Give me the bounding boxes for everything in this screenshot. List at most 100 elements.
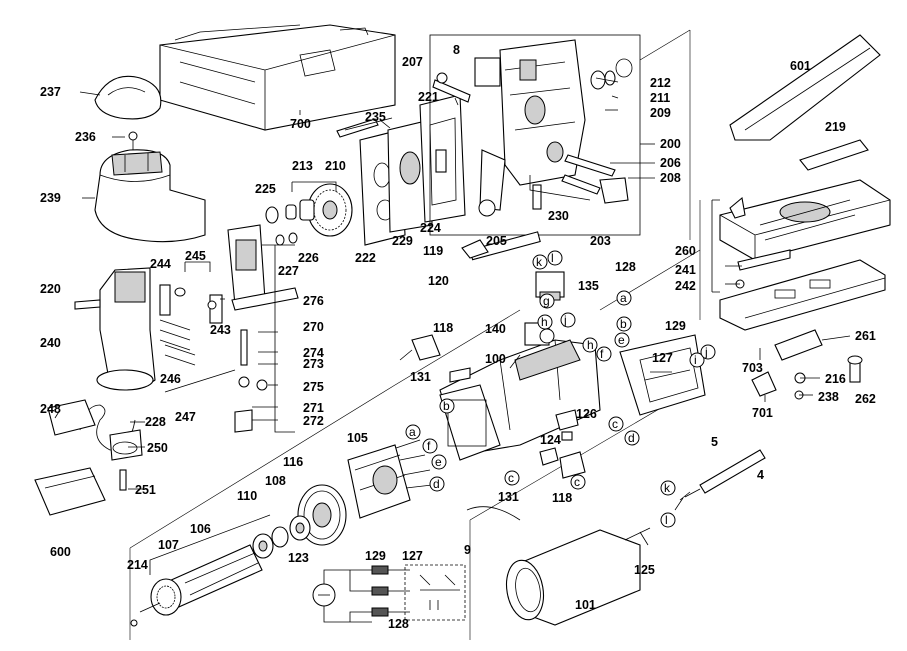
label-229: 229 [392, 234, 413, 248]
letter-e-wire: e [618, 333, 625, 347]
letter-f-wire: f [600, 347, 604, 361]
label-203: 203 [590, 234, 611, 248]
label-118-bottom: 118 [552, 491, 572, 505]
cap-part [94, 75, 162, 120]
label-128-bottom: 128 [388, 617, 409, 631]
label-108: 108 [265, 474, 286, 488]
letter-d-motor: d [433, 477, 440, 491]
label-206: 206 [660, 156, 681, 170]
label-131-top: 131 [410, 370, 431, 384]
letter-c-bottom: c [508, 471, 514, 485]
label-238: 238 [818, 390, 839, 404]
label-128: 128 [615, 260, 636, 274]
stator-part [347, 439, 433, 519]
label-243: 243 [210, 323, 231, 337]
letter-k-cord: k [664, 481, 671, 495]
label-212: 212 [650, 76, 671, 90]
motor-housing [439, 339, 601, 461]
part-labels: 8 207 212 211 209 221 200 206 208 601 21… [40, 43, 876, 631]
label-127-top: 127 [652, 351, 673, 365]
label-700: 700 [290, 117, 311, 131]
label-8: 8 [453, 43, 460, 57]
label-230: 230 [548, 209, 569, 223]
label-240: 240 [40, 336, 61, 350]
label-245: 245 [185, 249, 206, 263]
label-125: 125 [634, 563, 655, 577]
label-247: 247 [175, 410, 196, 424]
label-4: 4 [757, 468, 764, 482]
label-207: 207 [402, 55, 423, 69]
label-246: 246 [160, 372, 181, 386]
letter-c-bottom2: c [574, 475, 580, 489]
label-209: 209 [650, 106, 671, 120]
letter-a-wire: a [620, 291, 627, 305]
label-127-bottom: 127 [402, 549, 423, 563]
letter-b-left: b [443, 399, 450, 413]
dust-nozzle [729, 34, 881, 141]
leader-lines [54, 77, 851, 546]
label-276: 276 [303, 294, 324, 308]
label-9: 9 [464, 543, 471, 557]
label-248: 248 [40, 402, 61, 416]
carrying-case [159, 24, 396, 131]
letter-j-right: j [704, 345, 708, 359]
letter-h-mid: h [587, 338, 594, 352]
connector-letters: a f e d a b f e g j h b l k i j c d c c … [409, 251, 708, 527]
label-262: 262 [855, 392, 876, 406]
label-216: 216 [825, 372, 846, 386]
label-126: 126 [576, 407, 597, 421]
label-270: 270 [303, 320, 324, 334]
letter-l-cord: l [665, 513, 668, 527]
label-101: 101 [575, 598, 596, 612]
circuit-schematic [312, 564, 466, 623]
letter-f-motor: f [427, 439, 431, 453]
gear-part [265, 183, 353, 246]
label-119: 119 [423, 244, 443, 258]
letter-d-right: d [628, 431, 635, 445]
label-135: 135 [578, 279, 599, 293]
label-222: 222 [355, 251, 376, 265]
guide-lines [129, 29, 701, 640]
rotor-armature [139, 544, 263, 616]
label-261: 261 [855, 329, 876, 343]
label-228: 228 [145, 415, 166, 429]
connector-markers [405, 250, 716, 528]
gearbox-housing [429, 34, 641, 236]
label-129-bottom: 129 [365, 549, 386, 563]
label-213: 213 [292, 159, 313, 173]
label-105: 105 [347, 431, 368, 445]
plates-parts [359, 94, 466, 246]
base-plate-assembly [719, 179, 891, 331]
sheet-8 [474, 57, 501, 87]
label-237: 237 [40, 85, 61, 99]
left-housing [96, 267, 156, 391]
label-124: 124 [540, 433, 561, 447]
label-140: 140 [485, 322, 506, 336]
label-271: 271 [303, 401, 324, 415]
label-601: 601 [790, 59, 811, 73]
label-210: 210 [325, 159, 346, 173]
letter-b-wire: b [620, 317, 627, 331]
label-123: 123 [288, 551, 309, 565]
guide-rail [799, 139, 869, 171]
housing-shell [505, 529, 641, 626]
label-236: 236 [75, 130, 96, 144]
label-235: 235 [365, 110, 386, 124]
label-110: 110 [237, 489, 257, 503]
label-600: 600 [50, 545, 71, 559]
label-275: 275 [303, 380, 324, 394]
label-703: 703 [742, 361, 763, 375]
letter-l-switch: l [551, 251, 554, 265]
label-220: 220 [40, 282, 61, 296]
label-116: 116 [283, 455, 303, 469]
letter-a-motor: a [409, 425, 416, 439]
label-214: 214 [127, 558, 148, 572]
label-251: 251 [135, 483, 156, 497]
label-274: 274 [303, 346, 324, 360]
label-224: 224 [420, 221, 441, 235]
label-244: 244 [150, 257, 171, 271]
label-226: 226 [298, 251, 319, 265]
label-225: 225 [255, 182, 276, 196]
letter-i-right: i [694, 353, 697, 367]
